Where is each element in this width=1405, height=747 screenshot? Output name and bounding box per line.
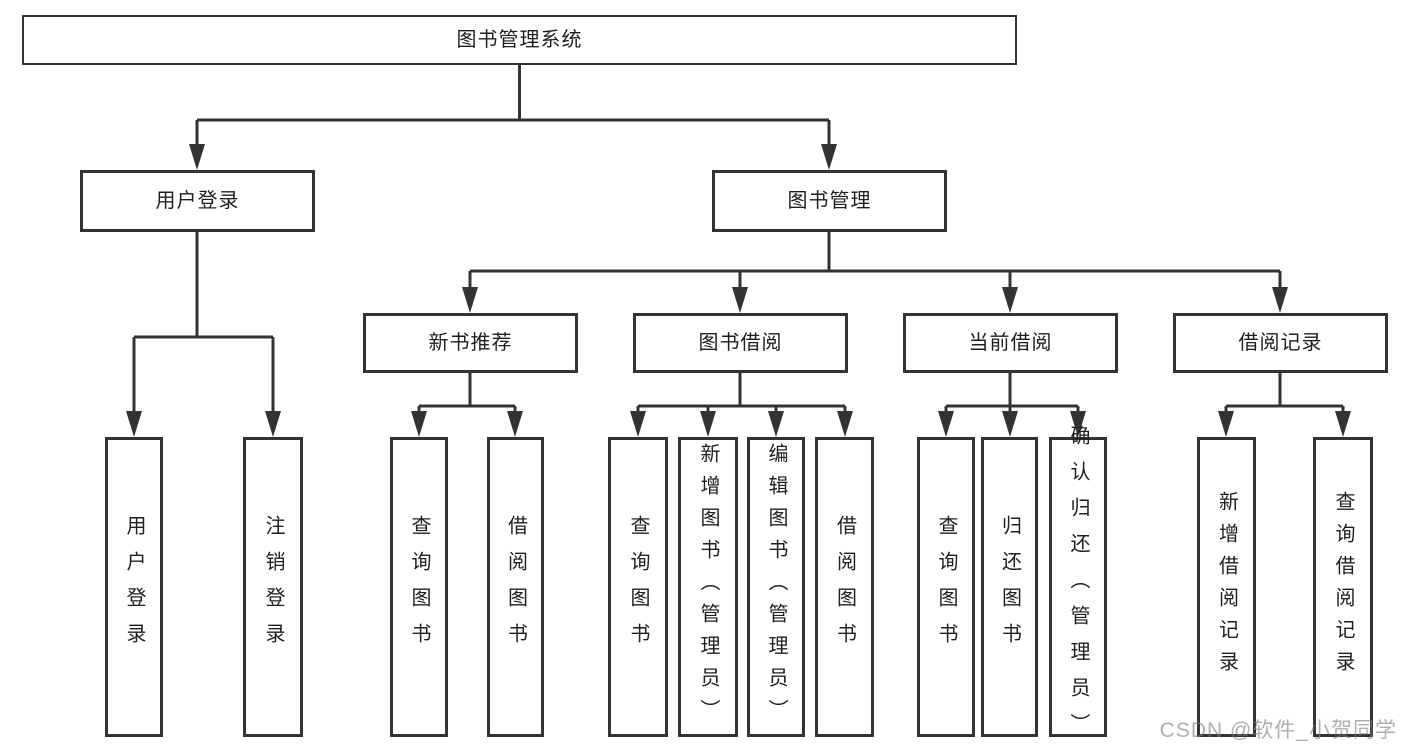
connector-branch-book-borrow (636, 373, 847, 415)
leaf-add-books-admin: 新增图书（管理员） (678, 437, 738, 737)
arrow-down-icon (462, 287, 478, 313)
connector-branch-book-management (468, 232, 1282, 291)
node-book-borrowing: 图书借阅 (633, 313, 848, 373)
arrow-down-icon (821, 144, 837, 170)
arrow-down-icon (265, 411, 281, 437)
connector-branch-user-login (132, 232, 275, 415)
csdn-watermark: CSDN @软件_小贺同学 (1159, 719, 1397, 742)
node-new-book-recommendation: 新书推荐 (363, 313, 578, 373)
leaf-query-books-borrowing: 查询图书 (608, 437, 668, 737)
arrow-down-icon (1002, 411, 1018, 437)
arrow-down-icon (507, 411, 523, 437)
node-label: 编辑图书（管理员） (765, 443, 787, 731)
leaf-confirm-return-admin: 确认归还（管理员） (1049, 425, 1107, 747)
node-label: 归还图书 (998, 515, 1021, 659)
node-label: 注销登录 (262, 515, 284, 659)
arrow-down-icon (1002, 287, 1018, 313)
arrow-down-icon (630, 411, 646, 437)
node-label: 图书管理 (787, 190, 872, 212)
node-borrowing-records: 借阅记录 (1173, 313, 1388, 373)
connector-branch-new-rec (417, 373, 517, 415)
node-label: 借阅图书 (504, 515, 527, 659)
leaf-return-books: 归还图书 (981, 437, 1038, 737)
arrow-down-icon (732, 287, 748, 313)
node-label: 查询图书 (935, 515, 957, 659)
node-label: 借阅图书 (833, 515, 856, 659)
node-label: 查询借阅记录 (1332, 491, 1354, 683)
arrow-down-icon (700, 411, 716, 437)
node-label: 图书管理系统 (456, 29, 583, 51)
connector-branch-root (195, 65, 831, 150)
node-label: 新增借阅记录 (1215, 491, 1238, 683)
arrow-down-icon (189, 144, 205, 170)
arrow-down-icon (126, 411, 142, 437)
node-label: 用户登录 (123, 515, 145, 659)
arrow-down-icon (1335, 411, 1351, 437)
arrow-down-icon (1272, 287, 1288, 313)
node-label: 新增图书（管理员） (697, 443, 719, 731)
leaf-query-borrow-record: 查询借阅记录 (1313, 437, 1373, 737)
leaf-borrow-books-recommendation: 借阅图书 (487, 437, 544, 737)
node-label: 查询图书 (408, 515, 430, 659)
node-current-borrowing: 当前借阅 (903, 313, 1118, 373)
connector-branch-borrow-rec (1224, 373, 1345, 415)
node-label: 借阅记录 (1238, 332, 1323, 354)
leaf-logout-login: 注销登录 (243, 437, 303, 737)
leaf-borrow-books-borrowing: 借阅图书 (815, 437, 874, 737)
node-label: 图书借阅 (698, 332, 783, 354)
leaf-add-borrow-record: 新增借阅记录 (1197, 437, 1256, 737)
arrow-down-icon (768, 411, 784, 437)
node-label: 新书推荐 (428, 332, 513, 354)
leaf-query-books-recommendation: 查询图书 (390, 437, 448, 737)
leaf-query-books-current: 查询图书 (917, 437, 975, 737)
arrow-down-icon (938, 411, 954, 437)
node-label: 确认归还（管理员） (1067, 425, 1089, 747)
node-library-management-system: 图书管理系统 (22, 15, 1017, 65)
node-user-login: 用户登录 (80, 170, 315, 232)
node-label: 用户登录 (155, 190, 240, 212)
leaf-user-login: 用户登录 (105, 437, 163, 737)
node-label: 查询图书 (627, 515, 649, 659)
connector-branch-cur-borrow (944, 373, 1080, 415)
node-book-management: 图书管理 (712, 170, 947, 232)
arrow-down-icon (1218, 411, 1234, 437)
node-label: 当前借阅 (968, 332, 1053, 354)
leaf-edit-books-admin: 编辑图书（管理员） (747, 437, 805, 737)
arrow-down-icon (837, 411, 853, 437)
arrow-down-icon (411, 411, 427, 437)
